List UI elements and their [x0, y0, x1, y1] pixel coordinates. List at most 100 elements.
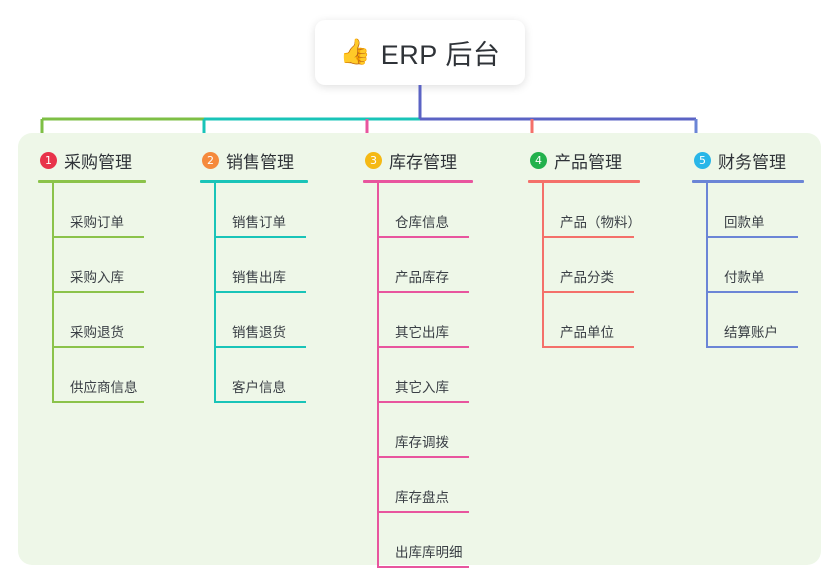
branch-item[interactable]: 销售出库 [214, 238, 308, 293]
branch-underline [200, 180, 308, 183]
branch-item-label: 出库库明细 [395, 545, 463, 560]
branch-column-2: 2 销售管理销售订单销售出库销售退货客户信息 [200, 145, 308, 403]
branch-title: 库存管理 [389, 152, 457, 172]
branch-items: 仓库信息产品库存其它出库其它入库库存调拨库存盘点出库库明细 [377, 183, 473, 568]
root-node-card[interactable]: 👍 ERP 后台 [315, 20, 525, 85]
branch-item[interactable]: 其它出库 [377, 293, 473, 348]
branch-column-3: 3 库存管理仓库信息产品库存其它出库其它入库库存调拨库存盘点出库库明细 [363, 145, 473, 568]
branch-number-badge: 2 [202, 151, 219, 169]
branch-item[interactable]: 产品分类 [542, 238, 640, 293]
branch-item[interactable]: 采购退货 [52, 293, 146, 348]
branch-item[interactable]: 客户信息 [214, 348, 308, 403]
branch-item-underline [214, 236, 306, 238]
branch-header-5[interactable]: 5 财务管理 [692, 145, 804, 175]
branch-item-underline [214, 291, 306, 293]
branch-item-label: 采购订单 [70, 215, 124, 230]
branch-item-underline [52, 291, 144, 293]
branch-header-4[interactable]: 4 产品管理 [528, 145, 640, 175]
branch-item-underline [706, 346, 798, 348]
branch-underline [692, 180, 804, 183]
branch-item-underline [377, 456, 469, 458]
branch-item[interactable]: 库存盘点 [377, 458, 473, 513]
branch-item[interactable]: 出库库明细 [377, 513, 473, 568]
branch-item-label: 库存盘点 [395, 490, 449, 505]
branch-item[interactable]: 其它入库 [377, 348, 473, 403]
branch-underline [363, 180, 473, 183]
branch-item-label: 付款单 [724, 270, 765, 285]
branch-item-label: 采购入库 [70, 270, 124, 285]
branch-item-label: 库存调拨 [395, 435, 449, 450]
root-node-title: ERP 后台 [380, 40, 501, 70]
branch-column-4: 4 产品管理产品（物料） 产品分类产品单位 [528, 145, 641, 348]
branch-item-label: 回款单 [724, 215, 765, 230]
thumbs-up-icon: 👍 [339, 38, 371, 66]
branch-items: 采购订单采购入库采购退货供应商信息 [52, 183, 146, 403]
branch-item[interactable]: 采购入库 [52, 238, 146, 293]
branch-spine [542, 183, 544, 348]
branch-item-label: 销售退货 [232, 325, 286, 340]
branch-item-underline [377, 236, 469, 238]
branch-item-label: 客户信息 [232, 380, 286, 395]
branch-title: 产品管理 [554, 152, 622, 172]
branch-number-badge: 3 [365, 151, 382, 169]
branch-item[interactable]: 产品（物料） [542, 183, 641, 238]
branch-item-underline [542, 236, 634, 238]
branch-item-label: 产品库存 [395, 270, 449, 285]
branch-spine [52, 183, 54, 403]
branch-title: 采购管理 [64, 152, 132, 172]
branch-spine [377, 183, 379, 568]
branch-header-2[interactable]: 2 销售管理 [200, 145, 308, 175]
branch-item[interactable]: 供应商信息 [52, 348, 146, 403]
branch-item-underline [214, 346, 306, 348]
branch-item-label: 销售出库 [232, 270, 286, 285]
branch-item[interactable]: 结算账户 [706, 293, 804, 348]
branch-item-label: 结算账户 [724, 325, 778, 340]
branch-number-badge: 1 [40, 151, 57, 169]
branch-item-underline [214, 401, 306, 403]
branch-spine [706, 183, 708, 348]
branch-item-underline [52, 401, 144, 403]
branch-item-underline [706, 236, 798, 238]
branch-item[interactable]: 库存调拨 [377, 403, 473, 458]
branch-item-underline [377, 511, 469, 513]
branch-column-5: 5 财务管理回款单付款单结算账户 [692, 145, 804, 348]
branch-item[interactable]: 产品单位 [542, 293, 640, 348]
branch-item-underline [377, 401, 469, 403]
branch-item-underline [52, 236, 144, 238]
branch-header-3[interactable]: 3 库存管理 [363, 145, 473, 175]
branch-item-underline [542, 291, 634, 293]
branch-header-1[interactable]: 1 采购管理 [38, 145, 146, 175]
branch-item-label: 产品（物料） [560, 215, 641, 230]
branch-item[interactable]: 回款单 [706, 183, 804, 238]
branch-column-1: 1 采购管理采购订单采购入库采购退货供应商信息 [38, 145, 146, 403]
branch-item-label: 其它入库 [395, 380, 449, 395]
branch-item-underline [52, 346, 144, 348]
branch-number-badge: 4 [530, 151, 547, 169]
branch-item-label: 其它出库 [395, 325, 449, 340]
branch-item[interactable]: 产品库存 [377, 238, 473, 293]
branch-title: 财务管理 [718, 152, 786, 172]
branch-item-underline [377, 346, 469, 348]
branch-item-underline [377, 566, 469, 568]
branch-item[interactable]: 付款单 [706, 238, 804, 293]
branch-item-label: 供应商信息 [70, 380, 138, 395]
branch-number-badge: 5 [694, 151, 711, 169]
branch-items: 回款单付款单结算账户 [706, 183, 804, 348]
branch-item-label: 产品分类 [560, 270, 614, 285]
branch-item[interactable]: 采购订单 [52, 183, 146, 238]
branch-underline [528, 180, 640, 183]
branch-item[interactable]: 仓库信息 [377, 183, 473, 238]
branch-items: 产品（物料） 产品分类产品单位 [542, 183, 641, 348]
branch-item-label: 销售订单 [232, 215, 286, 230]
branch-item-label: 仓库信息 [395, 215, 449, 230]
branch-title: 销售管理 [226, 152, 294, 172]
branch-item[interactable]: 销售退货 [214, 293, 308, 348]
branch-items: 销售订单销售出库销售退货客户信息 [214, 183, 308, 403]
branch-item-label: 产品单位 [560, 325, 614, 340]
branch-item-label: 采购退货 [70, 325, 124, 340]
branch-item-underline [377, 291, 469, 293]
branch-item[interactable]: 销售订单 [214, 183, 308, 238]
branch-underline [38, 180, 146, 183]
branches-panel: 1 采购管理采购订单采购入库采购退货供应商信息 2 销售管理销售订单销售出库销售退货客… [18, 133, 821, 568]
